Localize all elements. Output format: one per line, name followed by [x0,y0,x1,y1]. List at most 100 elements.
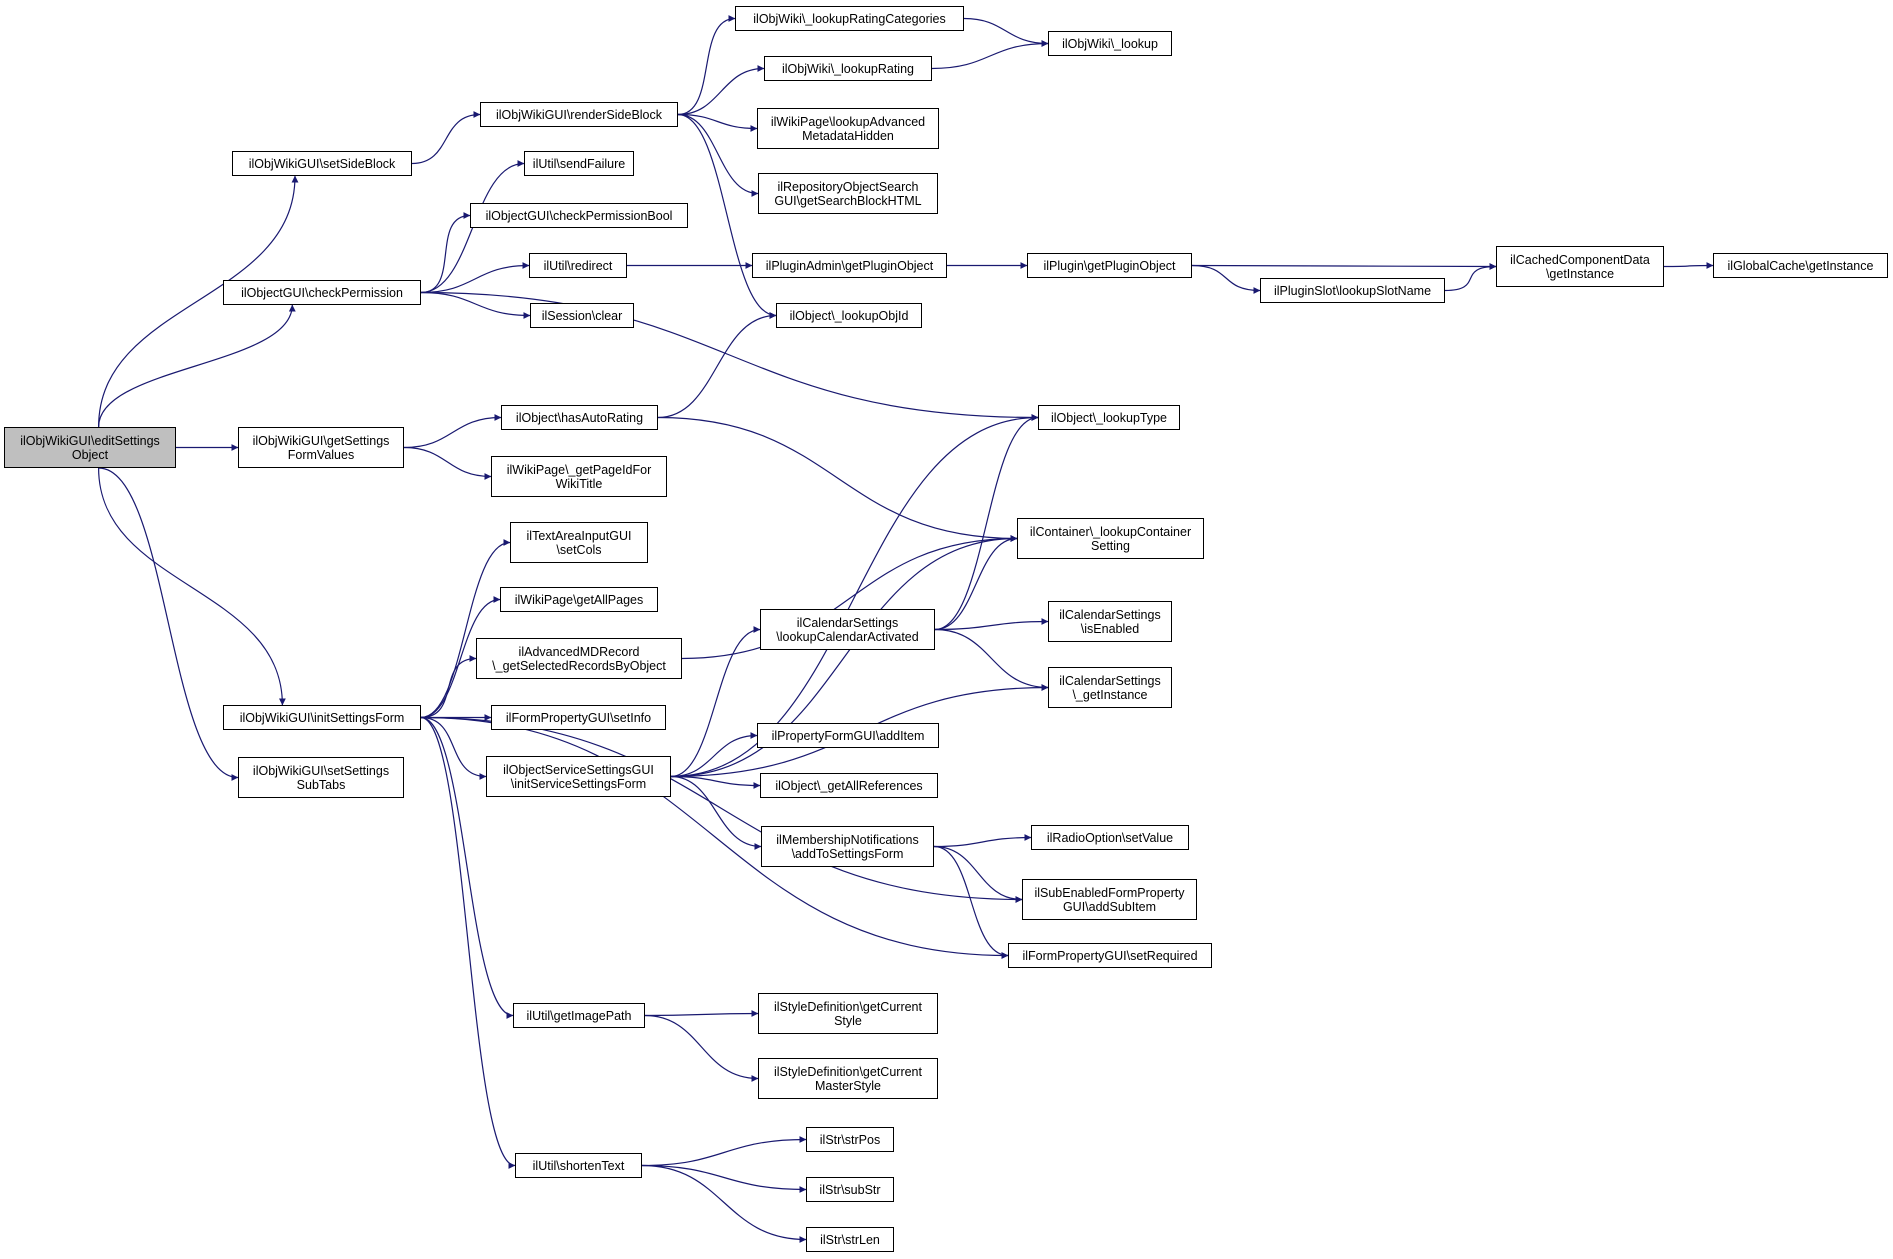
node-get-selected-records-by-object[interactable]: ilAdvancedMDRecord \_getSelectedRecordsB… [476,638,682,679]
node-check-permission-bool[interactable]: ilObjectGUI\checkPermissionBool [470,203,688,228]
node-lookup-advanced-metadata-hidden[interactable]: ilWikiPage\lookupAdvanced MetadataHidden [757,108,939,149]
edge-checkPermission-to-lookupType [420,291,1039,421]
edge-lookupCalendarActivated-to-isEnabled [934,618,1049,631]
edge-editSettingsObject-to-setSideBlock [98,175,299,428]
edge-getSelectedRecordsByObject-to-lookupContainerSetting [681,535,1018,660]
edge-checkPermission-to-checkPermissionBool [420,212,471,294]
edge-initServiceSettingsForm-to-addToSettingsForm [670,775,762,850]
edge-hasAutoRating-to-lookupContainerSetting [657,416,1018,542]
node-is-enabled[interactable]: ilCalendarSettings \isEnabled [1048,601,1172,642]
edge-getSettingsFormValues-to-hasAutoRating [403,414,502,449]
edge-addToSettingsForm-to-setRequired [933,845,1009,959]
edge-lookupRating-to-objWikiLookup [931,40,1049,70]
edge-lookupSlotName-to-cachedComponentGetInstance [1444,263,1497,292]
node-add-sub-item[interactable]: ilSubEnabledFormProperty GUI\addSubItem [1022,879,1197,920]
node-lookup-obj-id[interactable]: ilObject\_lookupObjId [776,303,922,328]
edge-cachedComponentGetInstance-to-globalCacheGetInstance [1663,262,1714,270]
edge-shortenText-to-strPos [641,1136,807,1167]
edge-shortenText-to-strLen [641,1164,807,1243]
node-set-value[interactable]: ilRadioOption\setValue [1031,825,1189,850]
node-init-service-settings-form[interactable]: ilObjectServiceSettingsGUI \initServiceS… [486,756,671,797]
node-set-required[interactable]: ilFormPropertyGUI\setRequired [1008,943,1212,968]
node-lookup-rating-categories[interactable]: ilObjWiki\_lookupRatingCategories [735,6,964,31]
edge-getSettingsFormValues-to-getPageIdForWikiTitle [403,446,492,480]
node-shorten-text[interactable]: ilUtil\shortenText [515,1153,642,1178]
edge-shortenText-to-subStr [641,1164,807,1193]
node-add-to-settings-form[interactable]: ilMembershipNotifications \addToSettings… [761,826,934,867]
node-send-failure[interactable]: ilUtil\sendFailure [524,151,634,176]
edge-getPluginObjectPlugin-to-lookupSlotName [1191,264,1261,294]
edge-lookupCalendarActivated-to-calendarGetInstance [934,628,1049,691]
node-get-all-references[interactable]: ilObject\_getAllReferences [760,773,938,798]
edge-lookupRatingCategories-to-objWikiLookup [963,17,1049,47]
node-get-image-path[interactable]: ilUtil\getImagePath [513,1003,645,1028]
edge-initSettingsForm-to-shortenText [420,716,516,1169]
edge-editSettingsObject-to-setSettingsSubTabs [98,467,239,781]
edge-initSettingsForm-to-getSelectedRecordsByObject [420,655,477,719]
node-cached-component-get-instance[interactable]: ilCachedComponentData \getInstance [1496,246,1664,287]
node-edit-settings-object: ilObjWikiGUI\editSettings Object [4,427,176,468]
edge-renderSideBlock-to-lookupObjId [677,113,777,319]
edge-initServiceSettingsForm-to-lookupContainerSetting [670,535,1018,778]
edge-renderSideBlock-to-lookupAdvancedMetadataHidden [677,113,758,132]
edge-renderSideBlock-to-lookupRatingCategories [677,15,736,116]
node-lookup-type[interactable]: ilObject\_lookupType [1038,405,1180,430]
node-add-item[interactable]: ilPropertyFormGUI\addItem [757,723,939,748]
node-get-current-master-style[interactable]: ilStyleDefinition\getCurrent MasterStyle [758,1058,938,1099]
edge-initServiceSettingsForm-to-getAllReferences [670,775,761,789]
edge-editSettingsObject-to-checkPermission [98,304,296,428]
node-check-permission[interactable]: ilObjectGUI\checkPermission [223,280,421,305]
edge-addToSettingsForm-to-setValue [933,834,1032,848]
edge-checkPermission-to-sessionClear [420,291,531,319]
node-lookup-container-setting[interactable]: ilContainer\_lookupContainer Setting [1017,518,1204,559]
edge-lookupCalendarActivated-to-lookupType [934,414,1039,631]
edge-initServiceSettingsForm-to-addItem [670,732,758,778]
node-get-plugin-object-admin[interactable]: ilPluginAdmin\getPluginObject [752,253,947,278]
edge-editSettingsObject-to-initSettingsForm [98,467,286,706]
edge-initSettingsForm-to-setCols [420,539,511,719]
node-has-auto-rating[interactable]: ilObject\hasAutoRating [501,405,658,430]
node-set-info[interactable]: ilFormPropertyGUI\setInfo [491,705,666,730]
node-lookup-calendar-activated[interactable]: ilCalendarSettings \lookupCalendarActiva… [760,609,935,650]
node-get-all-pages[interactable]: ilWikiPage\getAllPages [500,587,658,612]
node-render-side-block[interactable]: ilObjWikiGUI\renderSideBlock [480,102,678,127]
node-set-side-block[interactable]: ilObjWikiGUI\setSideBlock [232,151,412,176]
edge-checkPermission-to-redirect [420,262,530,294]
node-str-len[interactable]: ilStr\strLen [806,1227,894,1252]
edge-initSettingsForm-to-getImagePath [420,716,514,1019]
node-set-cols[interactable]: ilTextAreaInputGUI \setCols [510,522,648,563]
edge-getPluginObjectPlugin-to-cachedComponentGetInstance [1191,262,1497,270]
edge-addToSettingsForm-to-addSubItem [933,845,1023,903]
edge-setSideBlock-to-renderSideBlock [411,111,481,165]
edge-initServiceSettingsForm-to-lookupCalendarActivated [670,626,761,778]
edge-checkPermission-to-sendFailure [420,160,525,294]
node-sub-str[interactable]: ilStr\subStr [806,1177,894,1202]
node-set-settings-sub-tabs[interactable]: ilObjWikiGUI\setSettings SubTabs [238,757,404,798]
edge-getImagePath-to-getCurrentMasterStyle [644,1014,759,1082]
node-global-cache-get-instance[interactable]: ilGlobalCache\getInstance [1713,253,1888,278]
edge-renderSideBlock-to-lookupRating [677,65,765,116]
node-redirect[interactable]: ilUtil\redirect [529,253,627,278]
edge-initSettingsForm-to-initServiceSettingsForm [420,716,487,780]
node-lookup-slot-name[interactable]: ilPluginSlot\lookupSlotName [1260,278,1445,303]
edge-initSettingsForm-to-setRequired [420,716,1009,959]
edge-initServiceSettingsForm-to-lookupType [670,414,1039,778]
node-calendar-get-instance[interactable]: ilCalendarSettings \_getInstance [1048,667,1172,708]
edge-lookupCalendarActivated-to-lookupContainerSetting [934,535,1018,631]
edge-hasAutoRating-to-lookupObjId [657,312,777,419]
node-session-clear[interactable]: ilSession\clear [530,303,634,328]
node-get-plugin-object-plugin[interactable]: ilPlugin\getPluginObject [1027,253,1192,278]
node-get-page-id-for-wiki-title[interactable]: ilWikiPage\_getPageIdFor WikiTitle [491,456,667,497]
node-get-settings-form-values[interactable]: ilObjWikiGUI\getSettings FormValues [238,427,404,468]
node-obj-wiki-lookup[interactable]: ilObjWiki\_lookup [1048,31,1172,56]
node-str-pos[interactable]: ilStr\strPos [806,1127,894,1152]
edge-getImagePath-to-getCurrentStyle [644,1010,759,1018]
node-get-current-style[interactable]: ilStyleDefinition\getCurrent Style [758,993,938,1034]
node-init-settings-form[interactable]: ilObjWikiGUI\initSettingsForm [223,705,421,730]
node-lookup-rating[interactable]: ilObjWiki\_lookupRating [764,56,932,81]
edge-initSettingsForm-to-getAllPages [420,596,501,719]
node-get-search-block-html[interactable]: ilRepositoryObjectSearch GUI\getSearchBl… [758,173,938,214]
edge-renderSideBlock-to-getSearchBlockHTML [677,113,759,197]
